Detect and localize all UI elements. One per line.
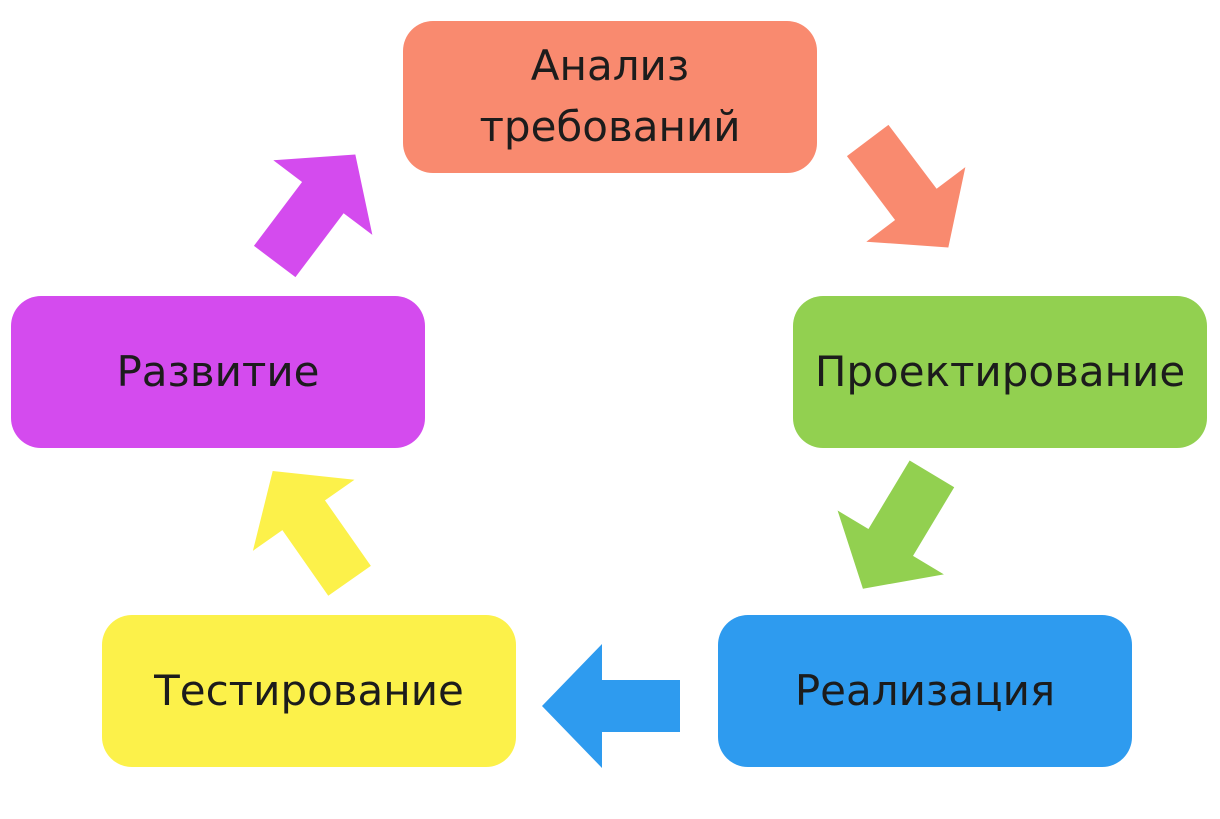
arrow-left-icon bbox=[542, 644, 680, 768]
stage-label: Проектирование bbox=[814, 346, 1186, 396]
arrow-up-left-icon bbox=[252, 471, 371, 596]
stage-implementation: Реализация bbox=[718, 615, 1132, 767]
stage-design: Проектирование bbox=[793, 296, 1207, 448]
stage-label: Анализ требований bbox=[479, 41, 741, 151]
stage-evolution: Развитие bbox=[11, 296, 425, 448]
stage-testing: Тестирование bbox=[102, 615, 516, 767]
arrow-down-left-icon bbox=[837, 460, 955, 589]
stage-requirements-analysis: Анализ требований bbox=[403, 21, 817, 173]
stage-label: Реализация bbox=[794, 665, 1056, 715]
stage-label: Развитие bbox=[116, 346, 320, 396]
stage-label: Тестирование bbox=[154, 665, 464, 715]
arrow-up-right-icon bbox=[253, 154, 373, 278]
arrow-down-right-icon bbox=[846, 124, 966, 248]
